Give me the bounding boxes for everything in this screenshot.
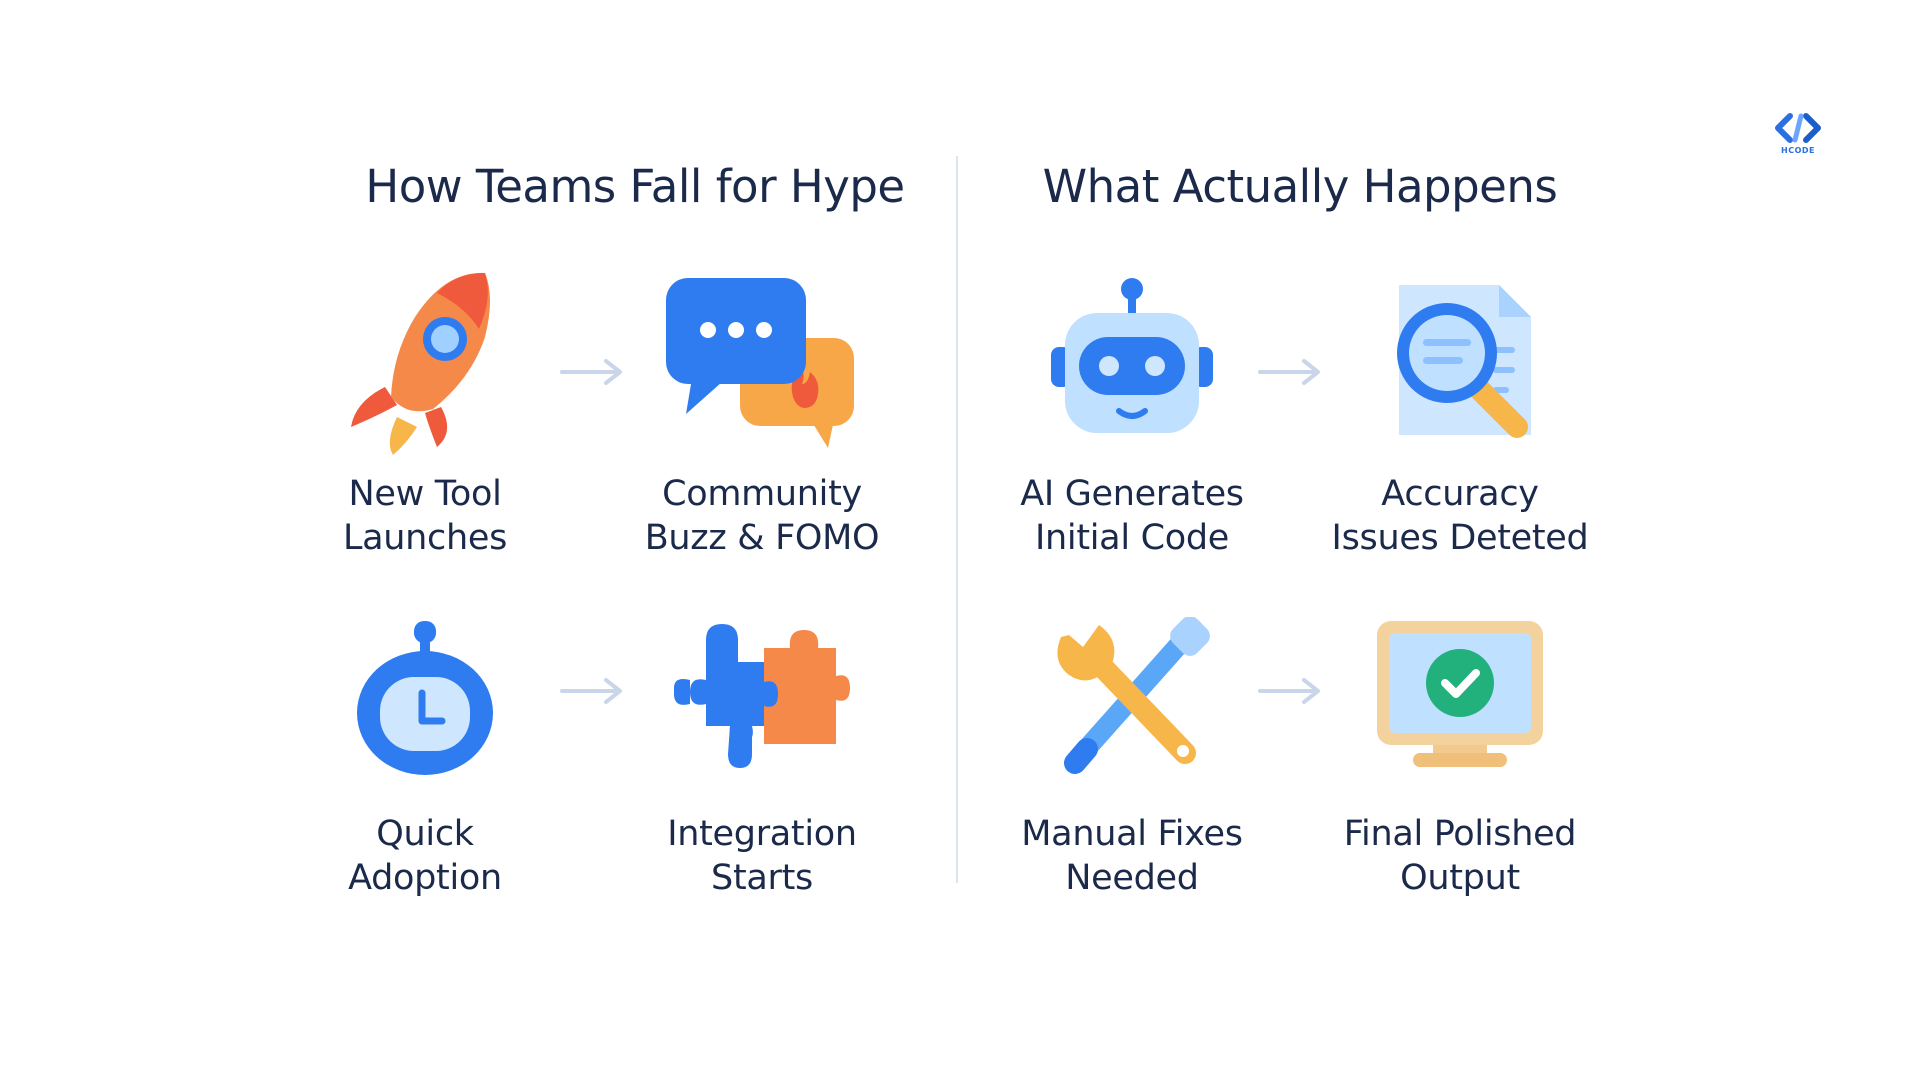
monitor-check-icon xyxy=(1377,621,1543,767)
brand-logo: HCODE xyxy=(1768,112,1828,172)
magnifier-document-icon xyxy=(1397,285,1531,438)
step-label-line2: Adoption xyxy=(348,858,502,898)
step-label-line1: Accuracy xyxy=(1381,474,1539,514)
robot-icon xyxy=(1051,278,1213,433)
arrow-right-icon xyxy=(1258,359,1320,385)
step-label-line2: Output xyxy=(1400,858,1520,898)
step-label-line2: Buzz & FOMO xyxy=(644,518,880,558)
step-label-line1: Community xyxy=(662,474,862,514)
step-label-line2: Needed xyxy=(1065,858,1199,898)
brand-logo-text: HCODE xyxy=(1781,146,1815,155)
step-label-line1: Manual Fixes xyxy=(1021,814,1243,854)
timer-icon xyxy=(357,621,493,775)
step-label-line2: Initial Code xyxy=(1035,518,1229,558)
right-panel-title: What Actually Happens xyxy=(1042,160,1558,213)
arrow-right-icon xyxy=(1258,678,1320,704)
puzzle-icon xyxy=(674,624,850,768)
code-brackets-icon xyxy=(1775,113,1821,143)
step-label-line2: Launches xyxy=(342,518,508,558)
step-label-line1: Final Polished xyxy=(1343,814,1577,854)
panel-divider xyxy=(956,156,958,883)
step-label-line1: Integration xyxy=(667,814,857,854)
step-label-line1: Quick xyxy=(376,814,474,854)
step-label-line1: AI Generates xyxy=(1020,474,1244,514)
step-label-line2: Starts xyxy=(711,858,813,898)
left-panel-title: How Teams Fall for Hype xyxy=(365,160,905,213)
arrow-right-icon xyxy=(560,359,622,385)
step-label-line2: Issues Deteted xyxy=(1331,518,1589,558)
rocket-icon xyxy=(351,272,490,455)
wrench-screwdriver-icon xyxy=(1057,617,1210,774)
step-label-line1: New Tool xyxy=(348,474,502,514)
chat-bubbles-icon xyxy=(666,278,854,448)
arrow-right-icon xyxy=(560,678,622,704)
